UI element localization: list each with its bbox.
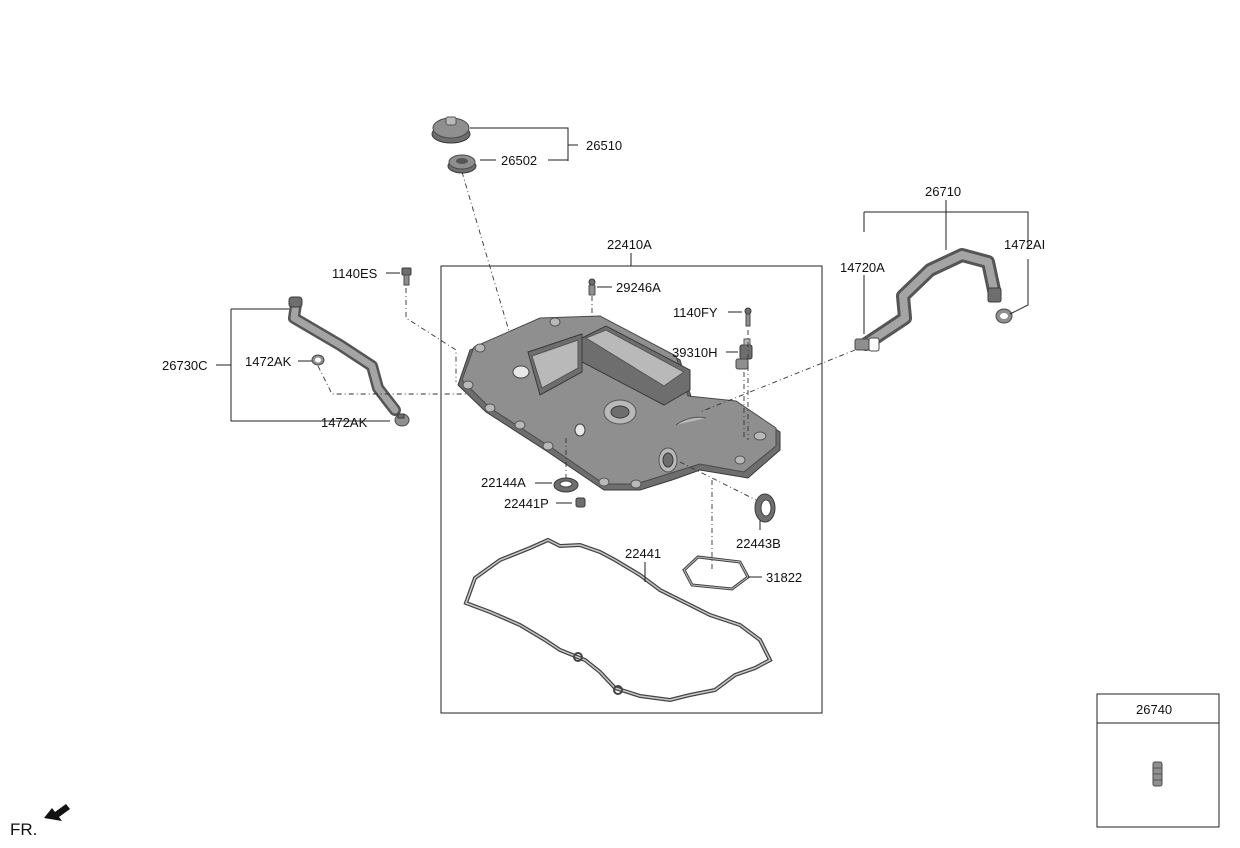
oil-filler-cap-seal[interactable] [447,154,477,174]
label-22410A: 22410A [607,237,652,252]
label-1472AK-upper: 1472AK [245,354,292,369]
label-22144A: 22144A [481,475,526,490]
hose-clamp-14720A[interactable] [854,337,880,352]
label-22441: 22441 [625,546,661,561]
cylinder-head-cover[interactable] [457,315,781,491]
gasket-31822[interactable] [682,555,750,591]
spare-part-box-26740 [1096,693,1220,828]
label-26740: 26740 [1136,702,1172,717]
label-22443B: 22443B [736,536,781,551]
label-26730C: 26730C [162,358,208,373]
bolt-1140ES[interactable] [401,267,412,286]
label-29246A: 29246A [616,280,661,295]
gasket-22441[interactable] [463,537,773,703]
oil-filler-cap[interactable] [431,116,471,144]
sensor-39310H[interactable] [735,338,753,370]
breather-hose-26730C[interactable] [288,296,401,416]
label-1140FY: 1140FY [673,305,718,320]
fastener-26740[interactable] [1152,761,1163,787]
bolt-1140FY[interactable] [744,307,752,327]
nut-22441P[interactable] [575,497,586,508]
label-31822: 31822 [766,570,802,585]
label-26502: 26502 [501,153,537,168]
arrow-front-left-icon [44,804,70,821]
front-indicator-label: FR. [10,820,37,839]
hose-clamp-upper[interactable] [311,354,325,366]
label-39310H: 39310H [672,345,718,360]
seal-ring-22443B[interactable] [754,493,776,523]
label-22441P: 22441P [504,496,549,511]
pcv-hose-26710[interactable] [859,248,1002,351]
seal-washer-22144A[interactable] [553,477,579,493]
hose-clamp-1472AI[interactable] [995,308,1013,324]
plug-29246A[interactable] [588,278,596,296]
hose-clamp-lower[interactable] [394,413,410,427]
label-1140ES: 1140ES [332,266,378,281]
label-14720A: 14720A [840,260,885,275]
label-1472AK-lower: 1472AK [321,415,368,430]
label-26510: 26510 [586,138,622,153]
label-26710: 26710 [925,184,961,199]
label-1472AI: 1472AI [1004,237,1045,252]
